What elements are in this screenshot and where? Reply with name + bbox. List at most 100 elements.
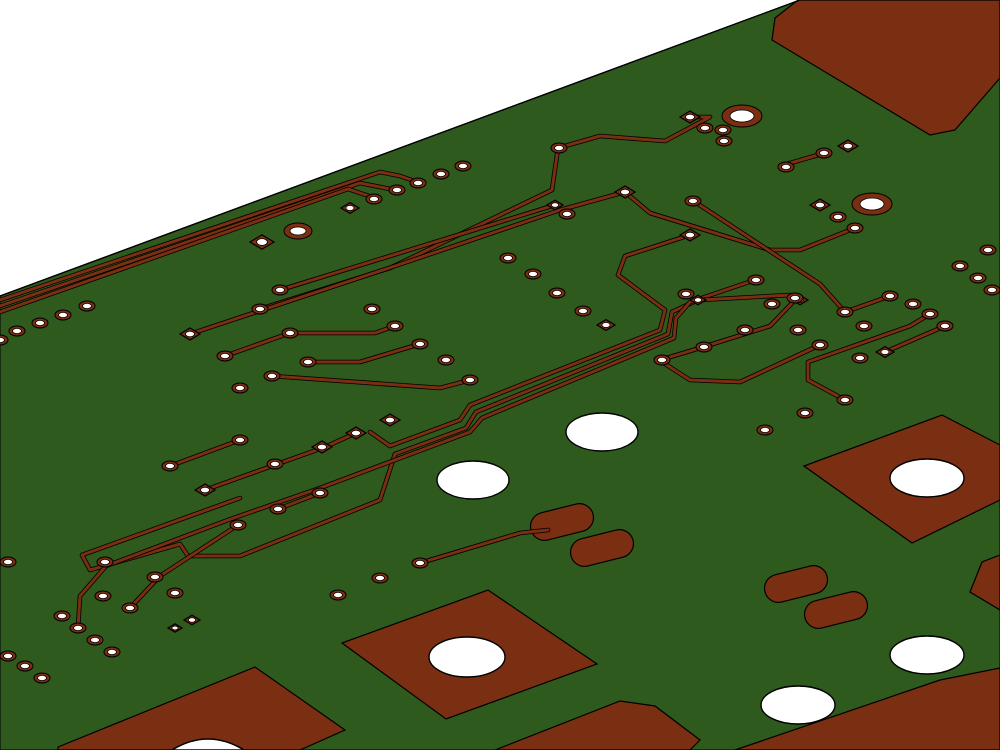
- via-hole: [800, 409, 810, 416]
- mounting-holes: [170, 104, 965, 750]
- via-hole: [781, 163, 791, 170]
- square-pad-hole: [551, 202, 560, 208]
- via-hole: [3, 653, 13, 660]
- copper-pad-top-right: [771, 0, 1000, 136]
- via-hole: [767, 300, 777, 307]
- via-hole: [859, 322, 869, 329]
- via-hole: [303, 358, 313, 365]
- via-hole: [688, 197, 698, 204]
- square-pad-hole: [200, 486, 210, 494]
- via-hole: [840, 396, 850, 403]
- mounting-hole: [889, 635, 965, 675]
- via-hole: [367, 305, 377, 312]
- via-hole: [415, 560, 425, 567]
- via-hole: [267, 372, 277, 379]
- via-hole: [285, 329, 295, 336]
- copper-pad-bottom-right: [734, 667, 1000, 750]
- via-hole: [57, 613, 67, 620]
- slot-pad: [803, 591, 869, 629]
- via-hole: [20, 663, 30, 670]
- via-hole: [441, 356, 451, 363]
- via-hole: [3, 559, 13, 566]
- via-hole: [833, 213, 843, 220]
- via-hole: [718, 127, 728, 134]
- via-hole: [719, 137, 729, 144]
- via-hole: [37, 675, 47, 682]
- via-hole: [528, 270, 538, 277]
- large-via-hole: [729, 109, 755, 123]
- via-hole: [751, 276, 761, 283]
- via-hole: [760, 426, 770, 433]
- via-hole: [270, 460, 280, 467]
- via-hole: [233, 522, 243, 529]
- via-hole: [100, 559, 110, 566]
- square-pad-hole: [185, 330, 195, 338]
- via-hole: [562, 210, 572, 217]
- via-hole: [58, 311, 68, 318]
- via-hole: [235, 436, 245, 443]
- via-hole: [503, 254, 513, 261]
- via-hole: [415, 340, 425, 347]
- mounting-hole: [428, 636, 506, 678]
- square-pad-hole: [620, 188, 630, 196]
- square-pad-hole: [815, 201, 825, 209]
- via-hole: [390, 322, 400, 329]
- via-hole: [35, 319, 45, 326]
- copper-traces: [0, 114, 948, 631]
- via-hole: [657, 356, 667, 363]
- via-hole: [908, 300, 918, 307]
- via-hole: [955, 262, 965, 269]
- via-hole: [413, 179, 423, 186]
- via-hole: [987, 286, 997, 293]
- via-hole: [273, 505, 283, 512]
- via-hole: [940, 322, 950, 329]
- via-hole: [369, 195, 379, 202]
- via-hole: [740, 326, 750, 333]
- square-pad-hole: [317, 443, 327, 451]
- square-pad-hole: [385, 416, 395, 424]
- via-hole: [465, 376, 475, 383]
- via-hole: [235, 384, 245, 391]
- via-hole: [255, 305, 265, 312]
- square-pad-hole: [880, 349, 890, 355]
- via-hole: [578, 307, 588, 314]
- square-pad-hole: [256, 238, 268, 246]
- via-hole: [458, 162, 468, 169]
- via-hole: [333, 592, 343, 599]
- mounting-hole: [565, 412, 639, 452]
- large-via-hole: [859, 197, 885, 211]
- mounting-hole: [436, 460, 510, 500]
- via-hole: [983, 246, 993, 253]
- via-hole: [552, 289, 562, 296]
- via-hole: [815, 341, 825, 348]
- via-hole: [170, 590, 180, 597]
- board-edge: [0, 0, 801, 297]
- square-pad-hole: [685, 113, 695, 121]
- via-hole: [12, 327, 22, 334]
- via-hole: [790, 294, 800, 301]
- via-hole: [700, 125, 710, 132]
- vias: [0, 122, 1000, 684]
- via-hole: [90, 637, 100, 644]
- via-hole: [885, 292, 895, 299]
- via-hole: [0, 337, 5, 343]
- large-via-hole: [289, 226, 307, 236]
- via-hole: [392, 186, 402, 193]
- via-hole: [220, 352, 230, 359]
- via-hole: [125, 605, 135, 612]
- square-pad-hole: [171, 625, 179, 631]
- large-copper-pads: [57, 0, 1000, 750]
- square-pad-hole: [694, 297, 703, 303]
- copper-pad-far-right: [969, 554, 1000, 611]
- copper-pad-bottom-mid: [494, 700, 701, 750]
- via-hole: [855, 354, 865, 361]
- square-pad-hole: [843, 142, 853, 150]
- via-hole: [681, 290, 691, 297]
- square-pad-hole: [345, 205, 355, 211]
- slot-pads: [529, 503, 869, 629]
- via-hole: [315, 489, 325, 496]
- mounting-hole: [760, 685, 836, 725]
- square-pad-hole: [601, 322, 611, 328]
- via-hole: [699, 343, 709, 350]
